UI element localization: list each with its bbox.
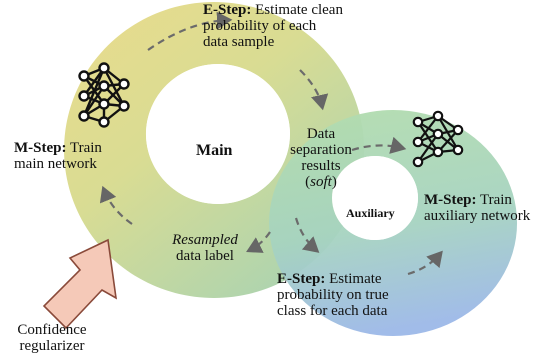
regularizer-line2: regularizer — [19, 338, 85, 354]
separation-label: Data separation results (soft) — [286, 126, 356, 190]
mstep-main-label: M-Step: Train main network — [14, 140, 102, 172]
separation-open: ( — [305, 174, 311, 190]
mstep-main-line1: Train — [66, 140, 102, 156]
auxiliary-ring-label: Auxiliary — [346, 206, 395, 220]
separation-soft: soft — [310, 174, 332, 190]
estep-main-line1: Estimate clean — [251, 2, 343, 18]
mstep-aux-label: M-Step: Train auxiliary network — [424, 192, 530, 224]
regularizer-line1: Confidence — [17, 322, 87, 338]
mstep-aux-line1: Train — [476, 192, 512, 208]
mstep-aux-bold: M-Step: — [424, 192, 477, 208]
separation-line1: Data — [306, 126, 336, 142]
neural-network-icon — [78, 62, 130, 128]
arrow-separation-to-resampled — [246, 231, 271, 253]
resampled-italic: Resampled — [172, 232, 238, 248]
mstep-aux-line2a: auxiliary — [424, 208, 478, 224]
mstep-main-bold: M-Step: — [14, 140, 67, 156]
auxiliary-ring — [269, 110, 518, 336]
mstep-main-line2: main network — [14, 156, 97, 172]
estep-aux-label: E-Step: Estimate probability on true cla… — [277, 271, 389, 319]
neural-network-icon — [412, 110, 464, 168]
regularizer-label: Confidence regularizer — [2, 322, 102, 354]
arrow-resampled-to-mstep — [99, 185, 133, 225]
estep-main-line3: data sample — [203, 34, 275, 50]
estep-aux-line1: Estimate — [325, 271, 382, 287]
estep-aux-line2: probability on true — [277, 287, 389, 303]
confidence-regularizer-arrow — [42, 238, 118, 330]
arrow-separation-to-estep-aux — [294, 217, 320, 253]
separation-close: ) — [331, 174, 337, 190]
arrow-estep-down — [299, 69, 329, 111]
resampled-line2: data label — [176, 248, 234, 264]
estep-aux-bold: E-Step: — [277, 271, 326, 287]
estep-main-line2: probability of each — [203, 18, 317, 34]
separation-line2: separation — [290, 142, 352, 158]
mstep-aux-line2b: network — [481, 208, 531, 224]
arrow-estep-to-separation — [147, 11, 233, 51]
estep-main-bold: E-Step: — [203, 2, 252, 18]
resampled-label: Resampled data label — [160, 232, 250, 264]
separation-line3: results — [301, 158, 341, 174]
arrow-estep-aux-to-mstep — [407, 250, 443, 276]
estep-main-label: E-Step: Estimate clean probability of ea… — [203, 2, 343, 50]
main-ring-label: Main — [196, 142, 233, 159]
arrow-aux-top — [351, 136, 407, 154]
estep-aux-line3: class for each data — [277, 303, 388, 319]
